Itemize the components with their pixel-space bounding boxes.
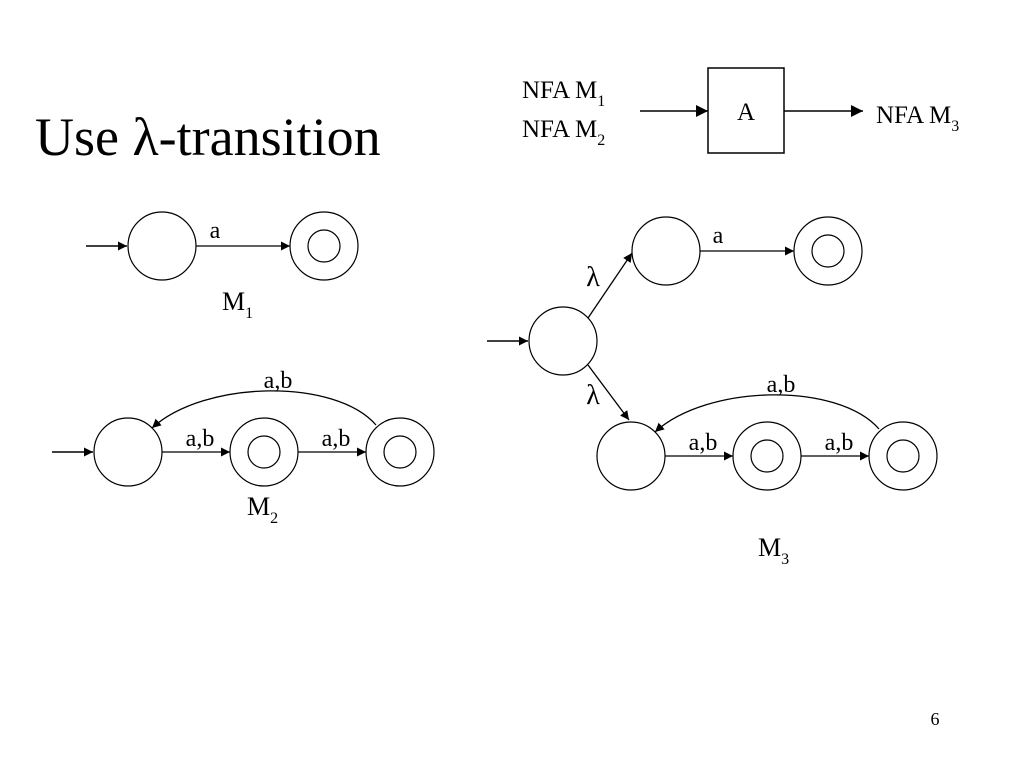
flow-input-m2: NFA M2 (522, 116, 605, 149)
m3-m2-back-transition (654, 394, 880, 433)
automaton-m2: a,b a,b a,b M2 (52, 368, 435, 527)
m3-lambda-bottom-label: λ (586, 380, 600, 411)
m3-m2-state-final2-outer (868, 421, 938, 491)
m3-m2-state-final2-inner (886, 439, 920, 473)
m3-m1-state-initial (631, 216, 701, 286)
m3-m2-transition-2-label: a,b (825, 430, 854, 456)
m3-m2-state-final1-inner (750, 439, 784, 473)
m1-name: M1 (222, 287, 253, 322)
m1-transition-label: a (210, 218, 221, 244)
page-number: 6 (931, 709, 940, 729)
flow-input-m1: NFA M1 (522, 77, 605, 110)
m3-m2-transition-1-label: a,b (689, 430, 718, 456)
m3-m1-state-final-inner (811, 234, 845, 268)
m2-state-final1-inner (247, 435, 281, 469)
m3-name: M3 (758, 533, 789, 568)
m3-m2-back-transition-label: a,b (767, 372, 796, 398)
m2-name: M2 (247, 492, 278, 527)
m2-state-final2-inner (383, 435, 417, 469)
m2-state-initial (93, 417, 163, 487)
m1-state-final-inner (307, 229, 341, 263)
m3-m1-state-final-outer (793, 216, 863, 286)
m2-back-transition (151, 390, 377, 429)
m2-transition-2-label: a,b (322, 426, 351, 452)
m3-lambda-top-label: λ (586, 262, 600, 293)
m1-state-final-outer (289, 211, 359, 281)
m2-state-final2-outer (365, 417, 435, 487)
m3-lambda-transition-top (587, 252, 633, 319)
flow-output-m3: NFA M3 (876, 102, 959, 135)
m3-state-new-initial (528, 306, 598, 376)
slide-title: Use λ-transition (35, 107, 381, 167)
automaton-m3: λ λ a a,b a,b a,b M3 (487, 216, 938, 568)
m3-m2-state-initial (596, 421, 666, 491)
automaton-m1: a M1 (86, 211, 359, 322)
m2-state-final1-outer (229, 417, 299, 487)
m3-m1-transition-label: a (713, 223, 724, 249)
transform-box-label: A (737, 99, 755, 126)
m3-m2-state-final1-outer (732, 421, 802, 491)
m3-lambda-transition-bottom (587, 364, 630, 421)
m1-state-initial (127, 211, 197, 281)
m2-back-transition-label: a,b (264, 368, 293, 394)
m2-transition-1-label: a,b (186, 426, 215, 452)
